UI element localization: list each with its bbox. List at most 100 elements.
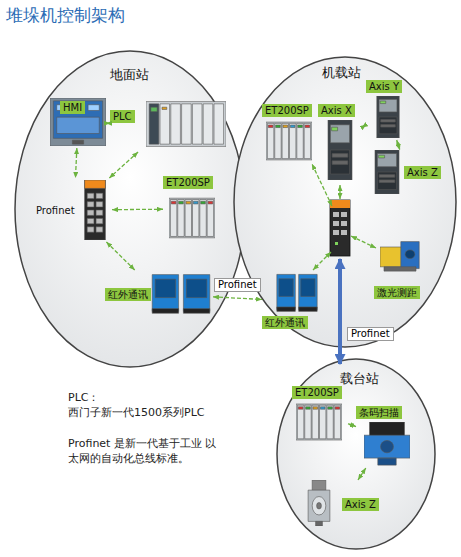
device-part <box>319 405 325 439</box>
device-part <box>266 122 312 160</box>
device-part <box>379 117 397 134</box>
device-part <box>171 201 176 204</box>
device-icon <box>276 270 318 314</box>
device-node: HMI <box>50 98 106 148</box>
device-caption: Profinet <box>36 204 75 217</box>
device-part <box>375 150 399 194</box>
device-icon <box>169 196 215 240</box>
device-part <box>192 104 202 144</box>
device-part <box>88 105 99 111</box>
device-part <box>268 125 273 128</box>
station-heading: 机载站 <box>322 64 361 82</box>
link-label: Profinet <box>347 327 394 341</box>
device-part <box>377 96 399 138</box>
device-part <box>304 123 310 158</box>
device-part <box>401 242 419 269</box>
device-illustration <box>276 270 318 314</box>
device-part <box>379 175 395 178</box>
device-part <box>96 218 103 223</box>
device-node: Axis X <box>318 104 362 182</box>
device-part <box>50 98 106 146</box>
device-part <box>87 227 94 232</box>
device-part <box>192 200 198 237</box>
device-part <box>276 125 281 128</box>
device-part <box>301 279 315 297</box>
device-part <box>72 140 83 144</box>
device-part <box>275 123 281 158</box>
device-tag: Axis Z <box>342 498 379 511</box>
device-tag: 红外通讯 <box>262 316 308 329</box>
device-tag: 红外通讯 <box>105 288 151 301</box>
device-part <box>379 99 397 112</box>
device-node: Axis Z <box>300 480 386 526</box>
device-illustration <box>146 96 226 152</box>
ellipse-border <box>234 57 456 347</box>
device-part <box>379 180 395 183</box>
device-node: 红外通讯 <box>262 270 320 332</box>
device-part <box>297 405 303 439</box>
device-part <box>203 104 213 144</box>
device-tag: ET200SP <box>292 386 342 399</box>
device-part <box>96 193 103 198</box>
device-part <box>96 202 103 207</box>
device-icon <box>151 270 211 316</box>
device-part <box>183 275 209 312</box>
station-ellipse: 地面站HMIPLCProfinetET200SP红外通讯 <box>14 50 246 368</box>
device-part <box>178 200 184 237</box>
device-part <box>87 210 94 215</box>
device-part <box>313 407 318 409</box>
device-part <box>317 503 322 509</box>
device-node: ET200SP <box>262 104 316 162</box>
device-part <box>298 407 303 409</box>
device-icon <box>82 180 108 240</box>
device-part <box>378 458 396 465</box>
device-tag: Axis X <box>318 104 355 117</box>
device-part <box>381 125 396 128</box>
device-node: PLC <box>110 96 228 152</box>
device-illustration <box>364 422 410 466</box>
device-tag: Axis Z <box>404 166 441 179</box>
device-part <box>312 480 326 491</box>
device-part <box>169 198 215 238</box>
device-part <box>152 309 178 314</box>
device-part <box>298 125 303 128</box>
device-part <box>160 104 170 144</box>
device-icon <box>302 480 336 526</box>
device-part <box>334 405 340 439</box>
device-part <box>377 172 396 190</box>
device-part <box>330 125 349 143</box>
device-part <box>87 218 94 223</box>
device-icon <box>266 120 312 162</box>
device-tag: PLC <box>110 110 135 123</box>
device-part <box>405 250 415 259</box>
device-part <box>316 521 323 526</box>
device-part <box>152 275 178 312</box>
device-part <box>330 150 349 174</box>
device-part <box>87 202 94 207</box>
link-label: Profinet <box>214 278 261 292</box>
device-part <box>296 404 342 440</box>
device-part <box>370 422 405 437</box>
device-node: ET200SP <box>163 176 219 242</box>
device-node: Axis Z <box>368 150 446 194</box>
device-part <box>179 201 184 204</box>
device-part <box>312 405 318 439</box>
device-part <box>379 155 385 158</box>
device-part <box>332 154 348 158</box>
device-part <box>96 227 103 232</box>
device-part <box>377 154 396 167</box>
device-part <box>279 279 293 297</box>
device-part <box>328 120 352 180</box>
device-illustration <box>302 480 336 526</box>
station-ellipse: 机载站ET200SPAxis XAxis YAxis Z激光测距红外通讯 <box>233 56 457 348</box>
device-node: Axis Y <box>366 80 408 140</box>
device-part <box>312 497 326 515</box>
device-part <box>289 123 295 158</box>
device-part <box>155 279 175 297</box>
device-part <box>381 440 394 452</box>
device-tag: HMI <box>60 101 85 114</box>
device-part <box>267 123 273 158</box>
device-illustration <box>169 196 215 240</box>
device-part <box>214 104 224 144</box>
